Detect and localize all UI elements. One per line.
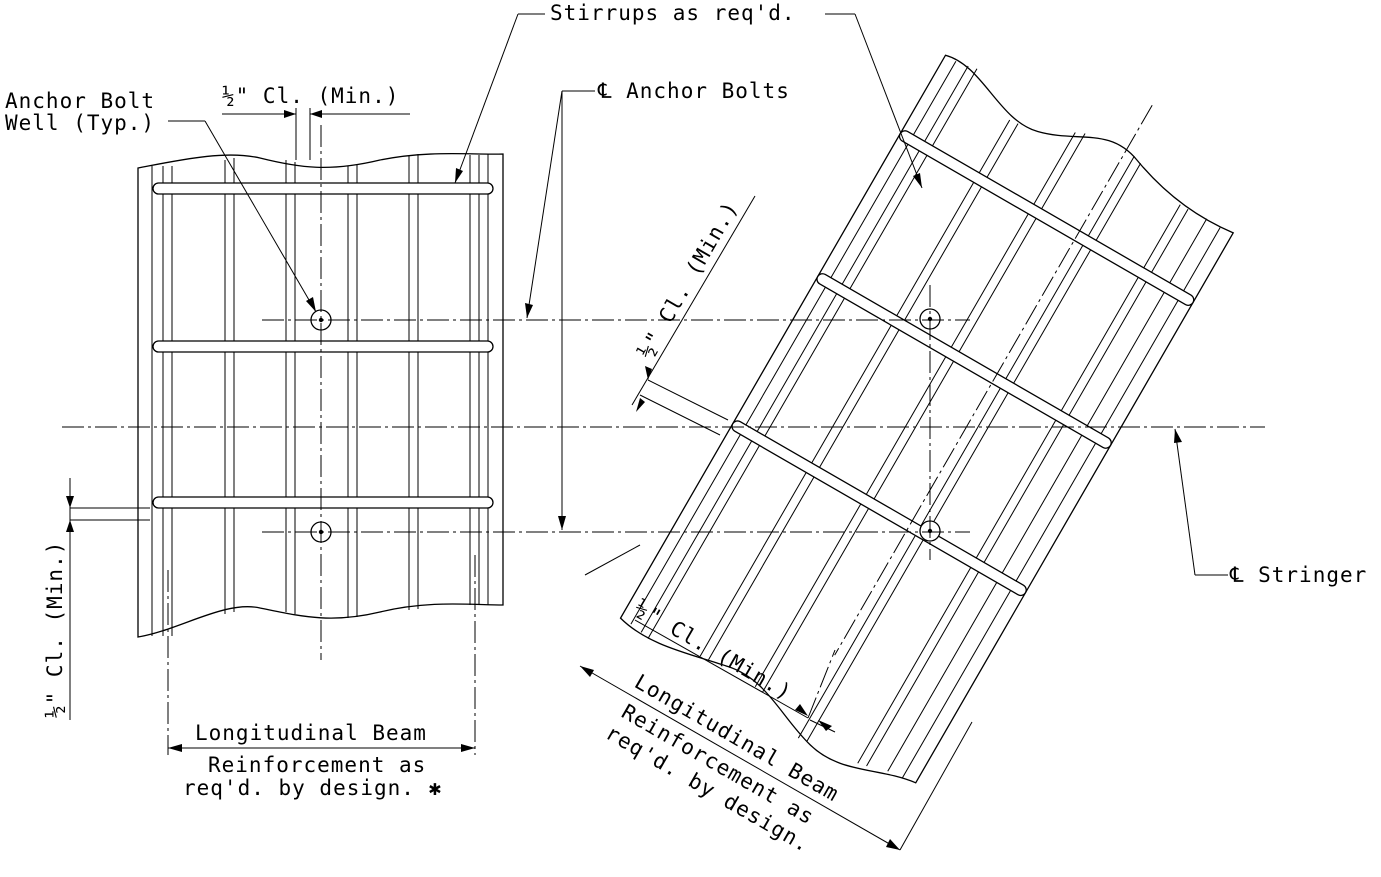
- anchor-bolt-well-label-1: Anchor Bolt: [5, 89, 155, 113]
- stirrups-label: Stirrups as req'd.: [550, 1, 796, 25]
- left-beam: [137, 125, 504, 660]
- left-longitudinal-bars: [162, 154, 480, 636]
- left-reinforcement-label-1: Reinforcement as: [208, 753, 426, 777]
- skew-upper-clearance-dimension: [631, 195, 756, 436]
- top-clearance-dimension: [222, 108, 410, 160]
- left-longitudinal-beam-label: Longitudinal Beam: [195, 721, 427, 745]
- right-beam: [619, 54, 1235, 784]
- cl-stringer-label: ℄ Stringer: [1229, 563, 1367, 587]
- left-beam-outline: [137, 152, 504, 638]
- stirrups-leaders: [454, 13, 923, 189]
- cl-anchor-bolts-label: ℄ Anchor Bolts: [597, 79, 790, 103]
- skew-upper-clearance-label: ½" Cl. (Min.): [634, 197, 743, 363]
- right-beam-outline: [619, 54, 1235, 784]
- anchor-bolt-well-leader: [168, 120, 317, 313]
- skew-beam-dimension: [579, 544, 973, 851]
- anchor-bolts-dimension: [525, 90, 595, 530]
- right-anchor-bolt-wells: [919, 285, 941, 560]
- top-clearance-label: ½" Cl. (Min.): [222, 84, 399, 108]
- right-beam-centerline: [834, 105, 1153, 656]
- left-reinforcement-label-2: req'd. by design. ✱: [183, 776, 442, 800]
- stringer-leader: [1174, 428, 1228, 576]
- left-stirrups: [152, 182, 494, 509]
- left-clearance-dimension: [66, 478, 150, 720]
- left-clearance-label: ½" Cl. (Min.): [43, 541, 67, 718]
- left-beam-width-dimension: [167, 555, 476, 755]
- right-stirrups: [731, 130, 1195, 597]
- anchor-bolt-well-label-2: Well (Typ.): [5, 111, 155, 135]
- right-longitudinal-bars: [640, 65, 1208, 772]
